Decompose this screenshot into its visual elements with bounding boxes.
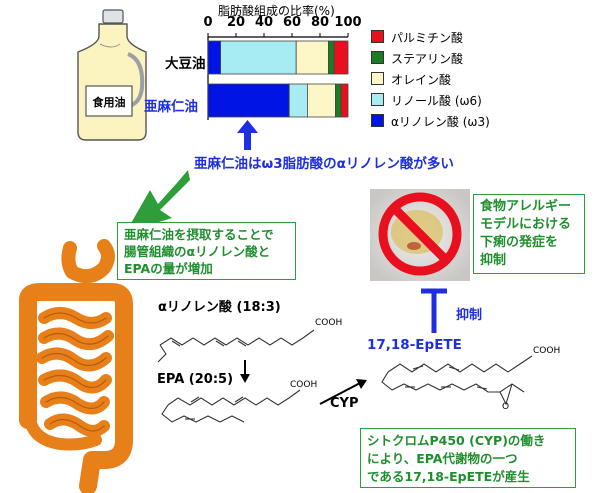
legend-swatch <box>371 51 384 64</box>
legend-label: ステアリン酸 <box>391 52 464 66</box>
epete-structure-diagram <box>381 355 533 406</box>
bar-segment <box>295 40 329 75</box>
epa-cooh-label: COOH <box>290 380 318 390</box>
legend-swatch <box>371 114 384 127</box>
epete-label: 17,18-EpETE <box>367 337 462 353</box>
tick-label: 0 <box>203 15 213 30</box>
epete-oxygen-label: O <box>502 402 510 412</box>
legend-label: αリノレン酸 (ω3) <box>391 115 490 129</box>
bar-segment <box>327 40 335 75</box>
epa-label: EPA (20:5) <box>157 372 234 387</box>
ala-structure-diagram <box>157 329 315 363</box>
tick-label: 100 <box>334 15 362 30</box>
ala-label: αリノレン酸 (18:3) <box>158 300 281 315</box>
intake-line: 亜麻仁油を摂取することで <box>124 227 274 242</box>
green-arrow-icon <box>126 170 190 232</box>
up-arrow-icon <box>237 120 258 150</box>
intestine-icon <box>19 239 133 493</box>
tick-label: 80 <box>310 15 330 30</box>
allergy-line: モデルにおける <box>480 217 572 232</box>
cyp-arrow-icon <box>319 379 367 405</box>
category-label-soybean: 大豆油 <box>165 56 206 72</box>
legend-swatch <box>371 72 384 85</box>
inhibit-label: 抑制 <box>456 308 483 323</box>
bottle-label: 食用油 <box>92 96 126 109</box>
legend-swatch <box>371 93 384 106</box>
allergy-line: 食物アレルギー <box>480 199 572 214</box>
intake-callout: 亜麻仁油を摂取することで 腸管組織のαリノレン酸と EPAの量が増加 <box>117 222 296 280</box>
epete-cooh-label: COOH <box>533 346 561 356</box>
legend-swatch <box>371 30 384 43</box>
bar-segment <box>207 83 290 118</box>
bar-segment <box>334 83 342 118</box>
allergy-line: 抑制 <box>480 253 507 268</box>
legend-label: パルミチン酸 <box>391 31 464 45</box>
chart-title: 脂肪酸組成の比率(%) <box>218 4 335 18</box>
cyp-label: CYP <box>330 396 359 411</box>
bar-segment <box>288 83 308 118</box>
intake-line: EPAの量が増加 <box>124 261 213 276</box>
cyp-line: により、EPA代謝物の一つ <box>367 451 518 466</box>
oil-bottle-icon <box>77 9 147 141</box>
inhibit-bar-icon <box>421 288 447 333</box>
intake-line: 腸管組織のαリノレン酸と <box>124 244 271 259</box>
headline-text: 亜麻仁油はω3脂肪酸のαリノレン酸が多い <box>194 156 454 172</box>
category-label-linseed: 亜麻仁油 <box>144 99 198 115</box>
allergy-line: 下痢の発症を <box>480 235 559 250</box>
bar-segment <box>340 83 349 118</box>
ala-cooh-label: COOH <box>315 318 343 328</box>
tick-label: 60 <box>282 15 302 30</box>
bar-segment <box>207 40 222 75</box>
bar-segment <box>333 40 349 75</box>
tick-label: 20 <box>226 15 246 30</box>
bar-segment <box>220 40 297 75</box>
epa-structure-diagram <box>161 389 301 423</box>
cyp-callout: シトクロムP450 (CYP)の働き により、EPA代謝物の一つ である17,1… <box>360 428 576 488</box>
cyp-line: シトクロムP450 (CYP)の働き <box>367 433 546 448</box>
bar-segment <box>306 83 336 118</box>
legend-label: リノール酸 (ω6) <box>391 94 482 108</box>
down-arrow-icon <box>240 360 250 383</box>
cyp-line: である17,18-EpETEが産生 <box>367 469 530 484</box>
tick-label: 40 <box>254 15 274 30</box>
legend-label: オレイン酸 <box>391 73 452 87</box>
prohibition-icon <box>370 189 470 281</box>
chart-bars <box>207 40 349 118</box>
allergy-callout: 食物アレルギー モデルにおける 下痢の発症を 抑制 <box>473 194 585 274</box>
